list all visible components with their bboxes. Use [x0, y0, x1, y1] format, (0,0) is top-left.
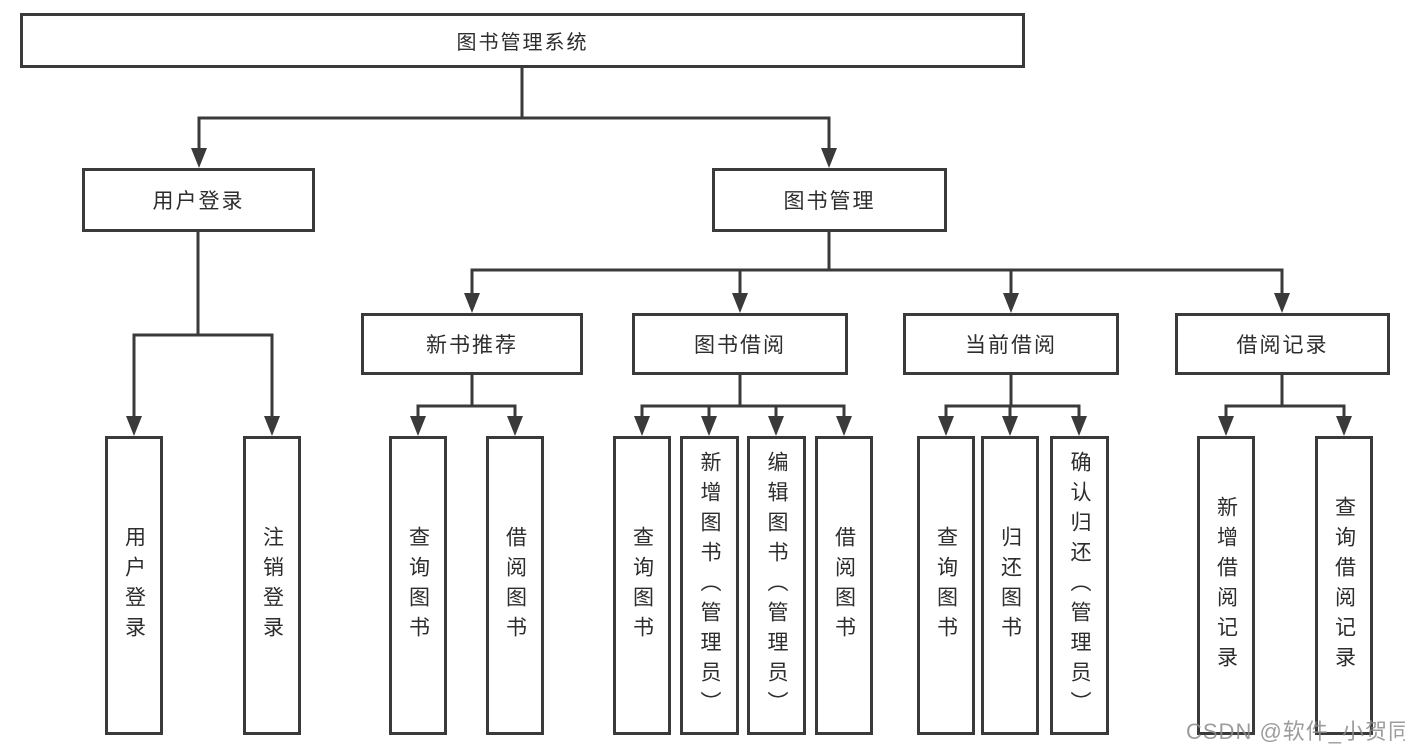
- node-label: 新增借阅记录: [1214, 495, 1238, 676]
- node-leaf-query-books-recommend: 查询图书: [389, 436, 447, 735]
- node-current-borrow: 当前借阅: [903, 313, 1119, 375]
- node-label: 借阅记录: [1236, 334, 1329, 357]
- node-leaf-query-borrow-record: 查询借阅记录: [1315, 436, 1373, 735]
- csdn-watermark: CSDN @软件_小贺同学: [1186, 719, 1405, 744]
- node-leaf-logout: 注销登录: [243, 436, 301, 735]
- node-user-login: 用户登录: [82, 168, 315, 232]
- node-book-borrow: 图书借阅: [632, 313, 848, 375]
- node-leaf-borrow-books: 借阅图书: [815, 436, 873, 735]
- node-leaf-borrow-books-recommend: 借阅图书: [486, 436, 544, 735]
- node-label: 用户登录: [152, 190, 245, 213]
- node-label: 借阅图书: [503, 525, 527, 646]
- node-book-management: 图书管理: [712, 168, 947, 232]
- node-label: 注销登录: [260, 525, 284, 646]
- node-label: 归还图书: [998, 525, 1022, 646]
- node-label: 当前借阅: [965, 334, 1057, 357]
- node-label: 借阅图书: [832, 525, 856, 646]
- node-label: 编辑图书（管理员）: [765, 450, 788, 721]
- node-label: 图书管理: [783, 190, 876, 213]
- node-label: 查询图书: [406, 525, 430, 646]
- node-leaf-add-borrow-record: 新增借阅记录: [1197, 436, 1255, 735]
- node-label: 新书推荐: [426, 334, 518, 357]
- node-new-book-recommend: 新书推荐: [361, 313, 583, 375]
- node-leaf-return-book: 归还图书: [981, 436, 1039, 735]
- node-borrow-records: 借阅记录: [1175, 313, 1390, 375]
- node-label: 用户登录: [122, 525, 146, 646]
- node-leaf-confirm-return-admin: 确认归还（管理员）: [1050, 436, 1109, 735]
- node-label: 查询图书: [934, 525, 958, 646]
- node-library-system: 图书管理系统: [20, 13, 1025, 68]
- node-leaf-user-login: 用户登录: [105, 436, 163, 735]
- node-label: 查询图书: [630, 525, 654, 646]
- node-leaf-add-book-admin: 新增图书（管理员）: [680, 436, 739, 735]
- node-leaf-edit-book-admin: 编辑图书（管理员）: [747, 436, 806, 735]
- node-label: 新增图书（管理员）: [698, 450, 721, 721]
- node-label: 查询借阅记录: [1332, 495, 1356, 676]
- node-leaf-query-books-borrow: 查询图书: [613, 436, 671, 735]
- node-label: 图书管理系统: [456, 32, 589, 54]
- node-label: 图书借阅: [694, 334, 786, 357]
- node-label: 确认归还（管理员）: [1068, 450, 1091, 721]
- node-leaf-query-books-current: 查询图书: [917, 436, 975, 735]
